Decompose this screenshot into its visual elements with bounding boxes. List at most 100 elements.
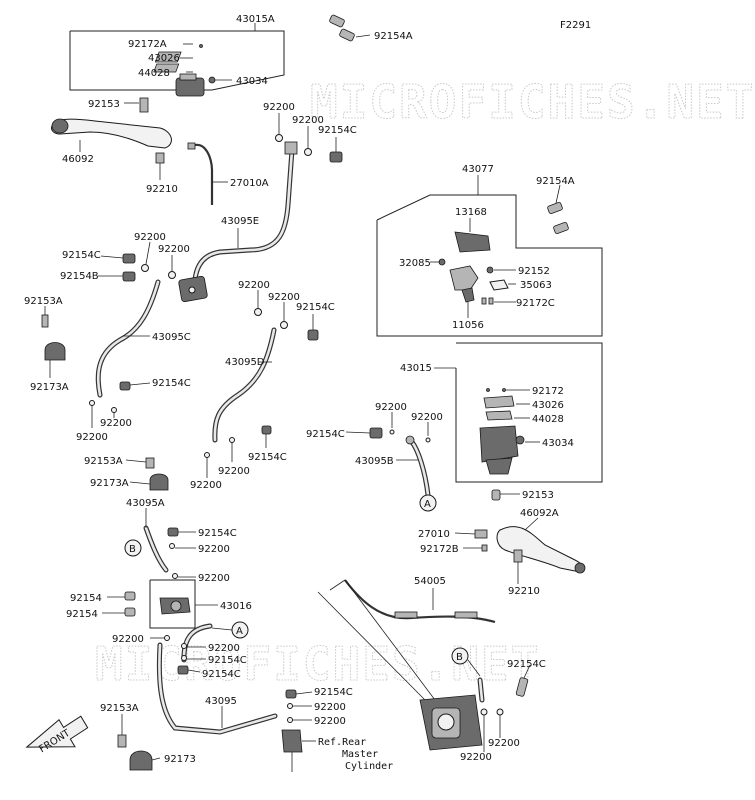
label-92172a: 92172A xyxy=(128,39,167,50)
pin-92210-left xyxy=(155,152,165,180)
label-92200-f: 92200 xyxy=(268,292,300,303)
label-92154c-d: 92154C xyxy=(152,378,191,389)
svg-text:A: A xyxy=(236,626,243,637)
callout-a-lower: A xyxy=(231,621,249,639)
label-43026-right: 43026 xyxy=(532,400,564,411)
clamp-92173a-mid xyxy=(125,457,169,491)
clamp-92173-bottom xyxy=(117,714,161,771)
label-92200-p: 92200 xyxy=(208,643,240,654)
label-92154-b: 92154 xyxy=(66,609,98,620)
label-92200-b: 92200 xyxy=(292,115,324,126)
callout-b-right: B xyxy=(451,647,481,677)
label-92210-left: 92210 xyxy=(146,184,178,195)
rear-master-cylinder-ref xyxy=(281,689,316,772)
ref-note-line-2: Master xyxy=(342,749,378,760)
brake-hose-43095e xyxy=(192,141,298,283)
label-92154c-a: 92154C xyxy=(318,125,357,136)
label-54005: 54005 xyxy=(414,576,446,587)
bolts-92154a-right xyxy=(547,184,569,234)
label-46092: 46092 xyxy=(62,154,94,165)
label-92154-a: 92154 xyxy=(70,593,102,604)
washers-92200-right xyxy=(254,290,319,341)
label-92200-l: 92200 xyxy=(411,412,443,423)
label-92154c-g: 92154C xyxy=(198,528,237,539)
bolt-92154c-bottom-right xyxy=(496,664,531,738)
label-43015: 43015 xyxy=(400,363,432,374)
assembly-box-43077 xyxy=(376,175,603,337)
label-92153-right: 92153 xyxy=(522,490,554,501)
label-43095b: 43095B xyxy=(355,456,394,467)
label-92153-top: 92153 xyxy=(88,99,120,110)
label-92200-h: 92200 xyxy=(76,432,108,443)
watermark-top: MICROFICHES.NET xyxy=(310,75,755,129)
label-43095a: 43095A xyxy=(126,498,165,509)
label-35063: 35063 xyxy=(520,280,552,291)
label-44028-right: 44028 xyxy=(532,414,564,425)
label-92200-n: 92200 xyxy=(198,573,230,584)
brake-lever-46092a xyxy=(454,517,586,584)
label-92173a-mid: 92173A xyxy=(90,478,129,489)
label-43034-right: 43034 xyxy=(542,438,574,449)
bolts-hose-43095c-lower xyxy=(89,381,151,428)
label-92200-a: 92200 xyxy=(263,102,295,113)
label-92153a-left: 92153A xyxy=(24,296,63,307)
callout-a-upper: A xyxy=(419,494,437,512)
label-92154c-e: 92154C xyxy=(248,452,287,463)
assembly-box-43015 xyxy=(434,342,603,483)
label-92200-e: 92200 xyxy=(238,280,270,291)
label-92154c-f: 92154C xyxy=(306,429,345,440)
label-92200-q: 92200 xyxy=(314,702,346,713)
label-43077: 43077 xyxy=(462,164,494,175)
label-92154c-j: 92154C xyxy=(507,659,546,670)
clamp-92173a-left xyxy=(44,342,66,378)
label-92172b: 92172B xyxy=(420,544,459,555)
label-92154a-right: 92154A xyxy=(536,176,575,187)
bolts-92154a-top xyxy=(329,14,371,42)
reservoir-cap-43015a xyxy=(153,43,232,97)
label-92200-o: 92200 xyxy=(112,634,144,645)
label-92152: 92152 xyxy=(518,266,550,277)
label-92200-r: 92200 xyxy=(314,716,346,727)
label-27010a: 27010A xyxy=(230,178,269,189)
label-92200-g: 92200 xyxy=(100,418,132,429)
bolt-92153 xyxy=(124,97,149,113)
label-92210-right: 92210 xyxy=(508,586,540,597)
label-43015a: 43015A xyxy=(236,14,275,25)
label-92200-j: 92200 xyxy=(190,480,222,491)
ref-note-line-3: Cylinder xyxy=(345,761,393,772)
label-44028-top: 44028 xyxy=(138,68,170,79)
label-92173a-left: 92173A xyxy=(30,382,69,393)
label-13168: 13168 xyxy=(455,207,487,218)
label-92200-t: 92200 xyxy=(488,738,520,749)
label-43016: 43016 xyxy=(220,601,252,612)
bolt-92153-right xyxy=(491,489,520,501)
label-43095d: 43095D xyxy=(225,357,265,368)
brake-hose-43095a xyxy=(143,508,196,579)
brake-hose-43095d xyxy=(204,327,277,478)
label-11056: 11056 xyxy=(452,320,484,331)
label-43026-top: 43026 xyxy=(148,53,180,64)
washers-92200-top xyxy=(275,113,343,163)
label-92173: 92173 xyxy=(164,754,196,765)
clutch-lever-46092 xyxy=(51,118,172,152)
bolts-92154-lower xyxy=(102,591,136,617)
brake-hose-lower xyxy=(150,623,278,735)
label-92200-s: 92200 xyxy=(460,752,492,763)
callout-b-left: B xyxy=(124,539,142,557)
label-92153a-bottom: 92153A xyxy=(100,703,139,714)
label-92200-i: 92200 xyxy=(218,466,250,477)
label-92200-c: 92200 xyxy=(134,232,166,243)
label-27010: 27010 xyxy=(418,529,450,540)
label-92154c-h: 92154C xyxy=(208,655,247,666)
label-92172c: 92172C xyxy=(516,298,555,309)
front-arrow: FRONT xyxy=(25,715,89,755)
assembly-box-43015a xyxy=(69,23,285,91)
label-43095c: 43095C xyxy=(152,332,191,343)
label-92200-d: 92200 xyxy=(158,244,190,255)
label-43034-top: 43034 xyxy=(236,76,268,87)
brake-hose-43095c xyxy=(95,279,161,398)
label-92154c-k: 92154C xyxy=(314,687,353,698)
label-92154c-c: 92154C xyxy=(296,302,335,313)
junction-block xyxy=(178,275,208,303)
